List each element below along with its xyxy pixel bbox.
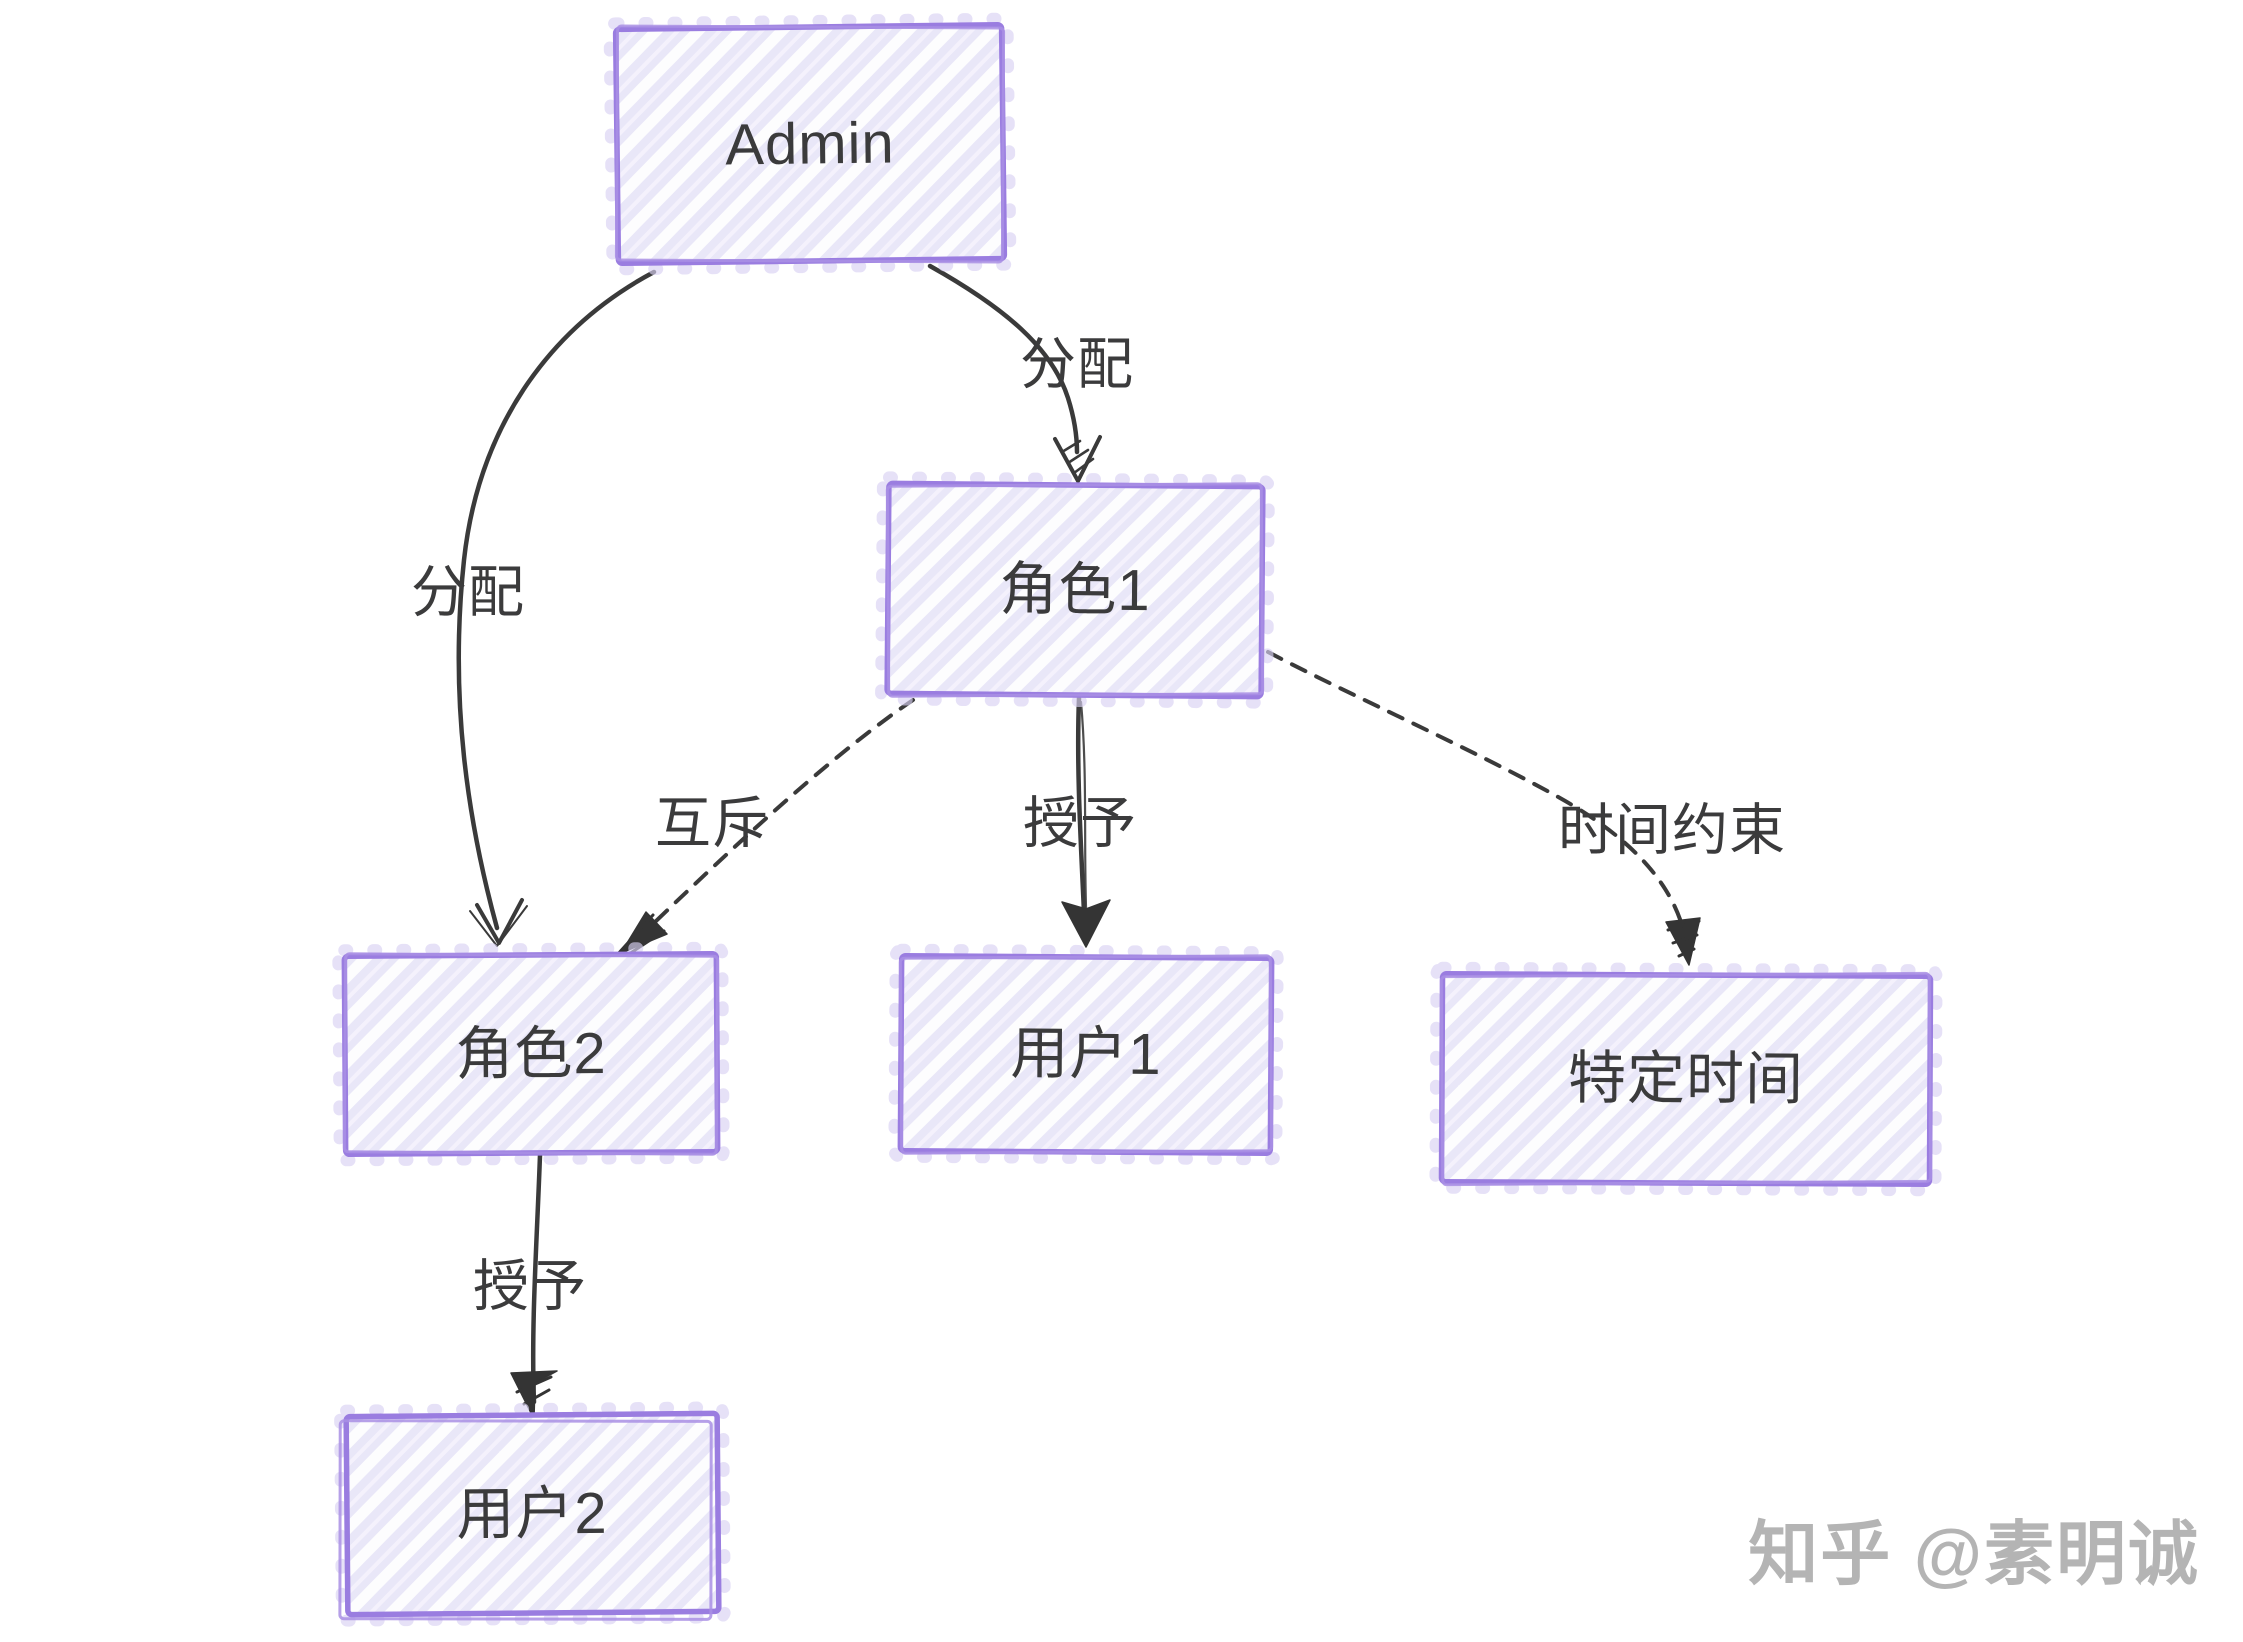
node-user2-box-sketch <box>338 1419 713 1621</box>
node-user1-box-sketch <box>898 954 1274 1155</box>
node-role1-label: 角色1 <box>999 557 1151 623</box>
arrowhead-hatch-lines <box>1060 439 1095 475</box>
edge-admin-role1-line <box>927 263 1080 455</box>
edge-label-grant-top: 授予 <box>1023 792 1137 855</box>
edge-role1-user1 <box>1061 695 1111 948</box>
node-role2-halo <box>332 941 730 1167</box>
node-user2-box <box>343 1410 722 1618</box>
edge-label-grant-bottom: 授予 <box>473 1255 587 1318</box>
node-role2: 角色2 <box>332 941 730 1167</box>
node-admin-box-sketch <box>614 24 1006 264</box>
node-admin-label: Admin <box>725 110 895 177</box>
node-role2-label: 角色2 <box>455 1021 607 1087</box>
node-specific-time-box-sketch <box>1439 971 1933 1187</box>
edge-admin-role2-line <box>456 269 657 931</box>
node-role1-box-sketch <box>885 482 1265 698</box>
node-user2: 用户2 <box>334 1401 731 1627</box>
edge-label-time-constraint: 时间约束 <box>1558 799 1786 862</box>
arrowhead-scribble-strokes <box>515 1375 553 1406</box>
node-specific-time: 特定时间 <box>1429 961 1943 1197</box>
node-specific-time-halo <box>1429 961 1943 1197</box>
edge-label-assign-left: 分配 <box>411 561 525 624</box>
edge-role1-specific-time-line <box>1266 650 1689 950</box>
node-admin: Admin <box>603 12 1017 276</box>
arrowhead-filled-triangle <box>1061 899 1111 948</box>
node-user1: 用户1 <box>888 943 1284 1166</box>
node-role1: 角色1 <box>875 471 1275 709</box>
edge-role1-specific-time <box>1266 650 1701 966</box>
edge-admin-role1 <box>927 263 1102 483</box>
arrowhead-scribble-strokes <box>1666 919 1701 958</box>
node-user2-label: 用户2 <box>456 1481 608 1547</box>
node-specific-time-label: 特定时间 <box>1568 1046 1804 1112</box>
arrowhead-scribbled <box>510 1370 558 1420</box>
node-user1-label: 用户1 <box>1010 1021 1162 1087</box>
edge-role1-user1-line <box>1075 695 1088 939</box>
node-role2-box-sketch <box>342 952 720 1156</box>
edge-label-assign-right: 分配 <box>1020 333 1134 396</box>
node-role1-halo <box>875 471 1275 709</box>
edge-role1-user1-echo <box>1079 700 1089 934</box>
edge-label-mutex: 互斥 <box>655 792 769 855</box>
arrowhead-scribbled <box>1665 917 1701 966</box>
edge-role2-user2 <box>510 1152 558 1420</box>
watermark-zhihu: 知乎 @素明诚 <box>1748 1515 2200 1593</box>
